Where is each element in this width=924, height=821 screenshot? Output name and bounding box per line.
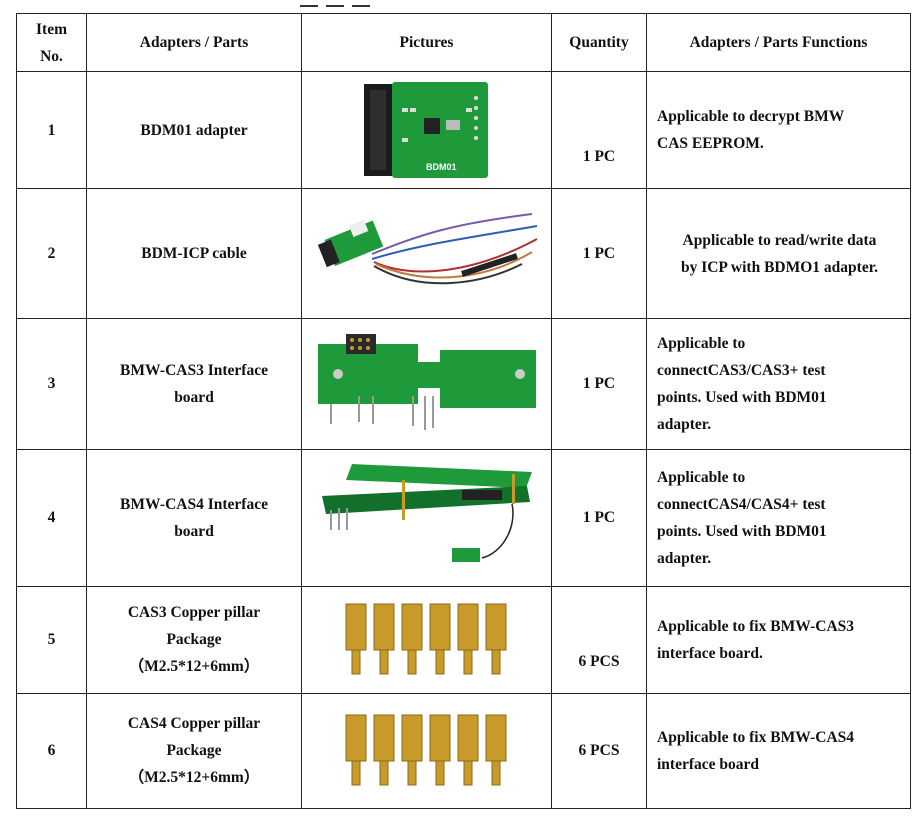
function-text: Applicable to fix BMW-CAS3 interface boa… xyxy=(646,585,911,694)
quantity: 6 PCS xyxy=(551,585,647,694)
part-line: BDM01 adapter xyxy=(140,121,248,139)
function-line: adapter. xyxy=(657,549,712,567)
picture-cell xyxy=(301,188,552,320)
header-item-no: Item No. xyxy=(16,12,87,73)
item-no: 3 xyxy=(16,318,87,450)
picture-cell: BDM01 xyxy=(301,71,552,190)
bdm01-adapter-image: BDM01 xyxy=(363,82,488,179)
picture-cell xyxy=(301,448,552,587)
header-item-line2: No. xyxy=(40,47,63,65)
part-line: BMW-CAS4 Interface xyxy=(120,495,268,513)
function-line: Applicable to fix BMW-CAS3 xyxy=(657,617,855,635)
function-text: Applicable to connectCAS3/CAS3+ test poi… xyxy=(646,318,911,450)
part-name: BMW-CAS3 Interface board xyxy=(86,318,302,450)
quantity: 1 PC xyxy=(551,318,647,450)
function-line: Applicable to fix BMW-CAS4 xyxy=(657,728,855,746)
header-functions: Adapters / Parts Functions xyxy=(646,12,911,73)
part-line: Package xyxy=(166,631,222,649)
function-line: points. Used with BDM01 xyxy=(657,522,827,540)
function-line: connectCAS4/CAS4+ test xyxy=(657,495,826,513)
quantity: 6 PCS xyxy=(551,692,647,810)
cas4-interface-board-image xyxy=(321,463,532,562)
quantity: 1 PC xyxy=(551,71,647,190)
function-line: by ICP with BDMO1 adapter. xyxy=(680,258,879,276)
function-line: interface board. xyxy=(657,644,763,662)
function-line: Applicable to xyxy=(657,468,746,486)
table-row: 2 BDM-ICP cable 1 PC Applicable to read/… xyxy=(16,188,911,320)
header-pictures: Pictures xyxy=(301,12,552,73)
bdm-icp-cable-image xyxy=(317,212,537,285)
table-row: 3 BMW-CAS3 Interface board 1 PC Applicab… xyxy=(16,318,911,450)
part-line: board xyxy=(174,388,214,406)
function-line: CAS EEPROM. xyxy=(657,135,764,153)
function-text: Applicable to connectCAS4/CAS4+ test poi… xyxy=(646,448,911,587)
header-row: Item No. Adapters / Parts Pictures Quant… xyxy=(16,12,911,73)
picture-cell xyxy=(301,692,552,810)
header-quantity: Quantity xyxy=(551,12,647,73)
item-no: 2 xyxy=(16,188,87,320)
item-no: 6 xyxy=(16,692,87,810)
function-text: Applicable to decrypt BMW CAS EEPROM. xyxy=(646,71,911,190)
function-line: points. Used with BDM01 xyxy=(657,388,827,406)
part-line: BDM-ICP cable xyxy=(141,245,247,263)
item-no: 4 xyxy=(16,448,87,587)
part-line: （M2.5*12+6mm） xyxy=(128,658,260,676)
quantity: 1 PC xyxy=(551,188,647,320)
function-line: Applicable to decrypt BMW xyxy=(657,108,845,126)
part-name: BMW-CAS4 Interface board xyxy=(86,448,302,587)
part-line: BMW-CAS3 Interface xyxy=(120,361,268,379)
part-line: CAS3 Copper pillar xyxy=(127,604,261,622)
header-parts: Adapters / Parts xyxy=(86,12,302,73)
function-line: connectCAS3/CAS3+ test xyxy=(657,361,826,379)
function-line: Applicable to xyxy=(657,334,746,352)
part-name: CAS3 Copper pillar Package （M2.5*12+6mm） xyxy=(86,585,302,694)
cas3-copper-pillars-image xyxy=(345,603,506,675)
part-line: （M2.5*12+6mm） xyxy=(128,769,260,787)
pcb-label: BDM01 xyxy=(426,162,457,172)
quantity: 1 PC xyxy=(551,448,647,587)
part-line: Package xyxy=(166,742,222,760)
item-no: 5 xyxy=(16,585,87,694)
cropped-title-fragment xyxy=(300,0,370,7)
part-line: CAS4 Copper pillar xyxy=(127,715,261,733)
header-item-line1: Item xyxy=(36,20,67,38)
function-line: interface board xyxy=(657,755,760,773)
parts-table: Item No. Adapters / Parts Pictures Quant… xyxy=(16,12,911,810)
function-line: Applicable to read/write data xyxy=(682,231,877,249)
function-text: Applicable to fix BMW-CAS4 interface boa… xyxy=(646,692,911,810)
table-row: 6 CAS4 Copper pillar Package （M2.5*12+6m… xyxy=(16,692,911,810)
function-text: Applicable to read/write data by ICP wit… xyxy=(646,188,911,320)
part-name: BDM-ICP cable xyxy=(86,188,302,320)
part-name: BDM01 adapter xyxy=(86,71,302,190)
picture-cell xyxy=(301,318,552,450)
cas4-copper-pillars-image xyxy=(345,714,506,786)
table-row: 4 BMW-CAS4 Interface board 1 PC Applicab… xyxy=(16,448,911,587)
picture-cell xyxy=(301,585,552,694)
function-line: adapter. xyxy=(657,415,712,433)
item-no: 1 xyxy=(16,71,87,190)
cas3-interface-board-image xyxy=(317,334,536,431)
part-name: CAS4 Copper pillar Package （M2.5*12+6mm） xyxy=(86,692,302,810)
table-row: 1 BDM01 adapter BDM01 1 PC Applicable to… xyxy=(16,71,911,190)
table-row: 5 CAS3 Copper pillar Package （M2.5*12+6m… xyxy=(16,585,911,694)
part-line: board xyxy=(174,522,214,540)
